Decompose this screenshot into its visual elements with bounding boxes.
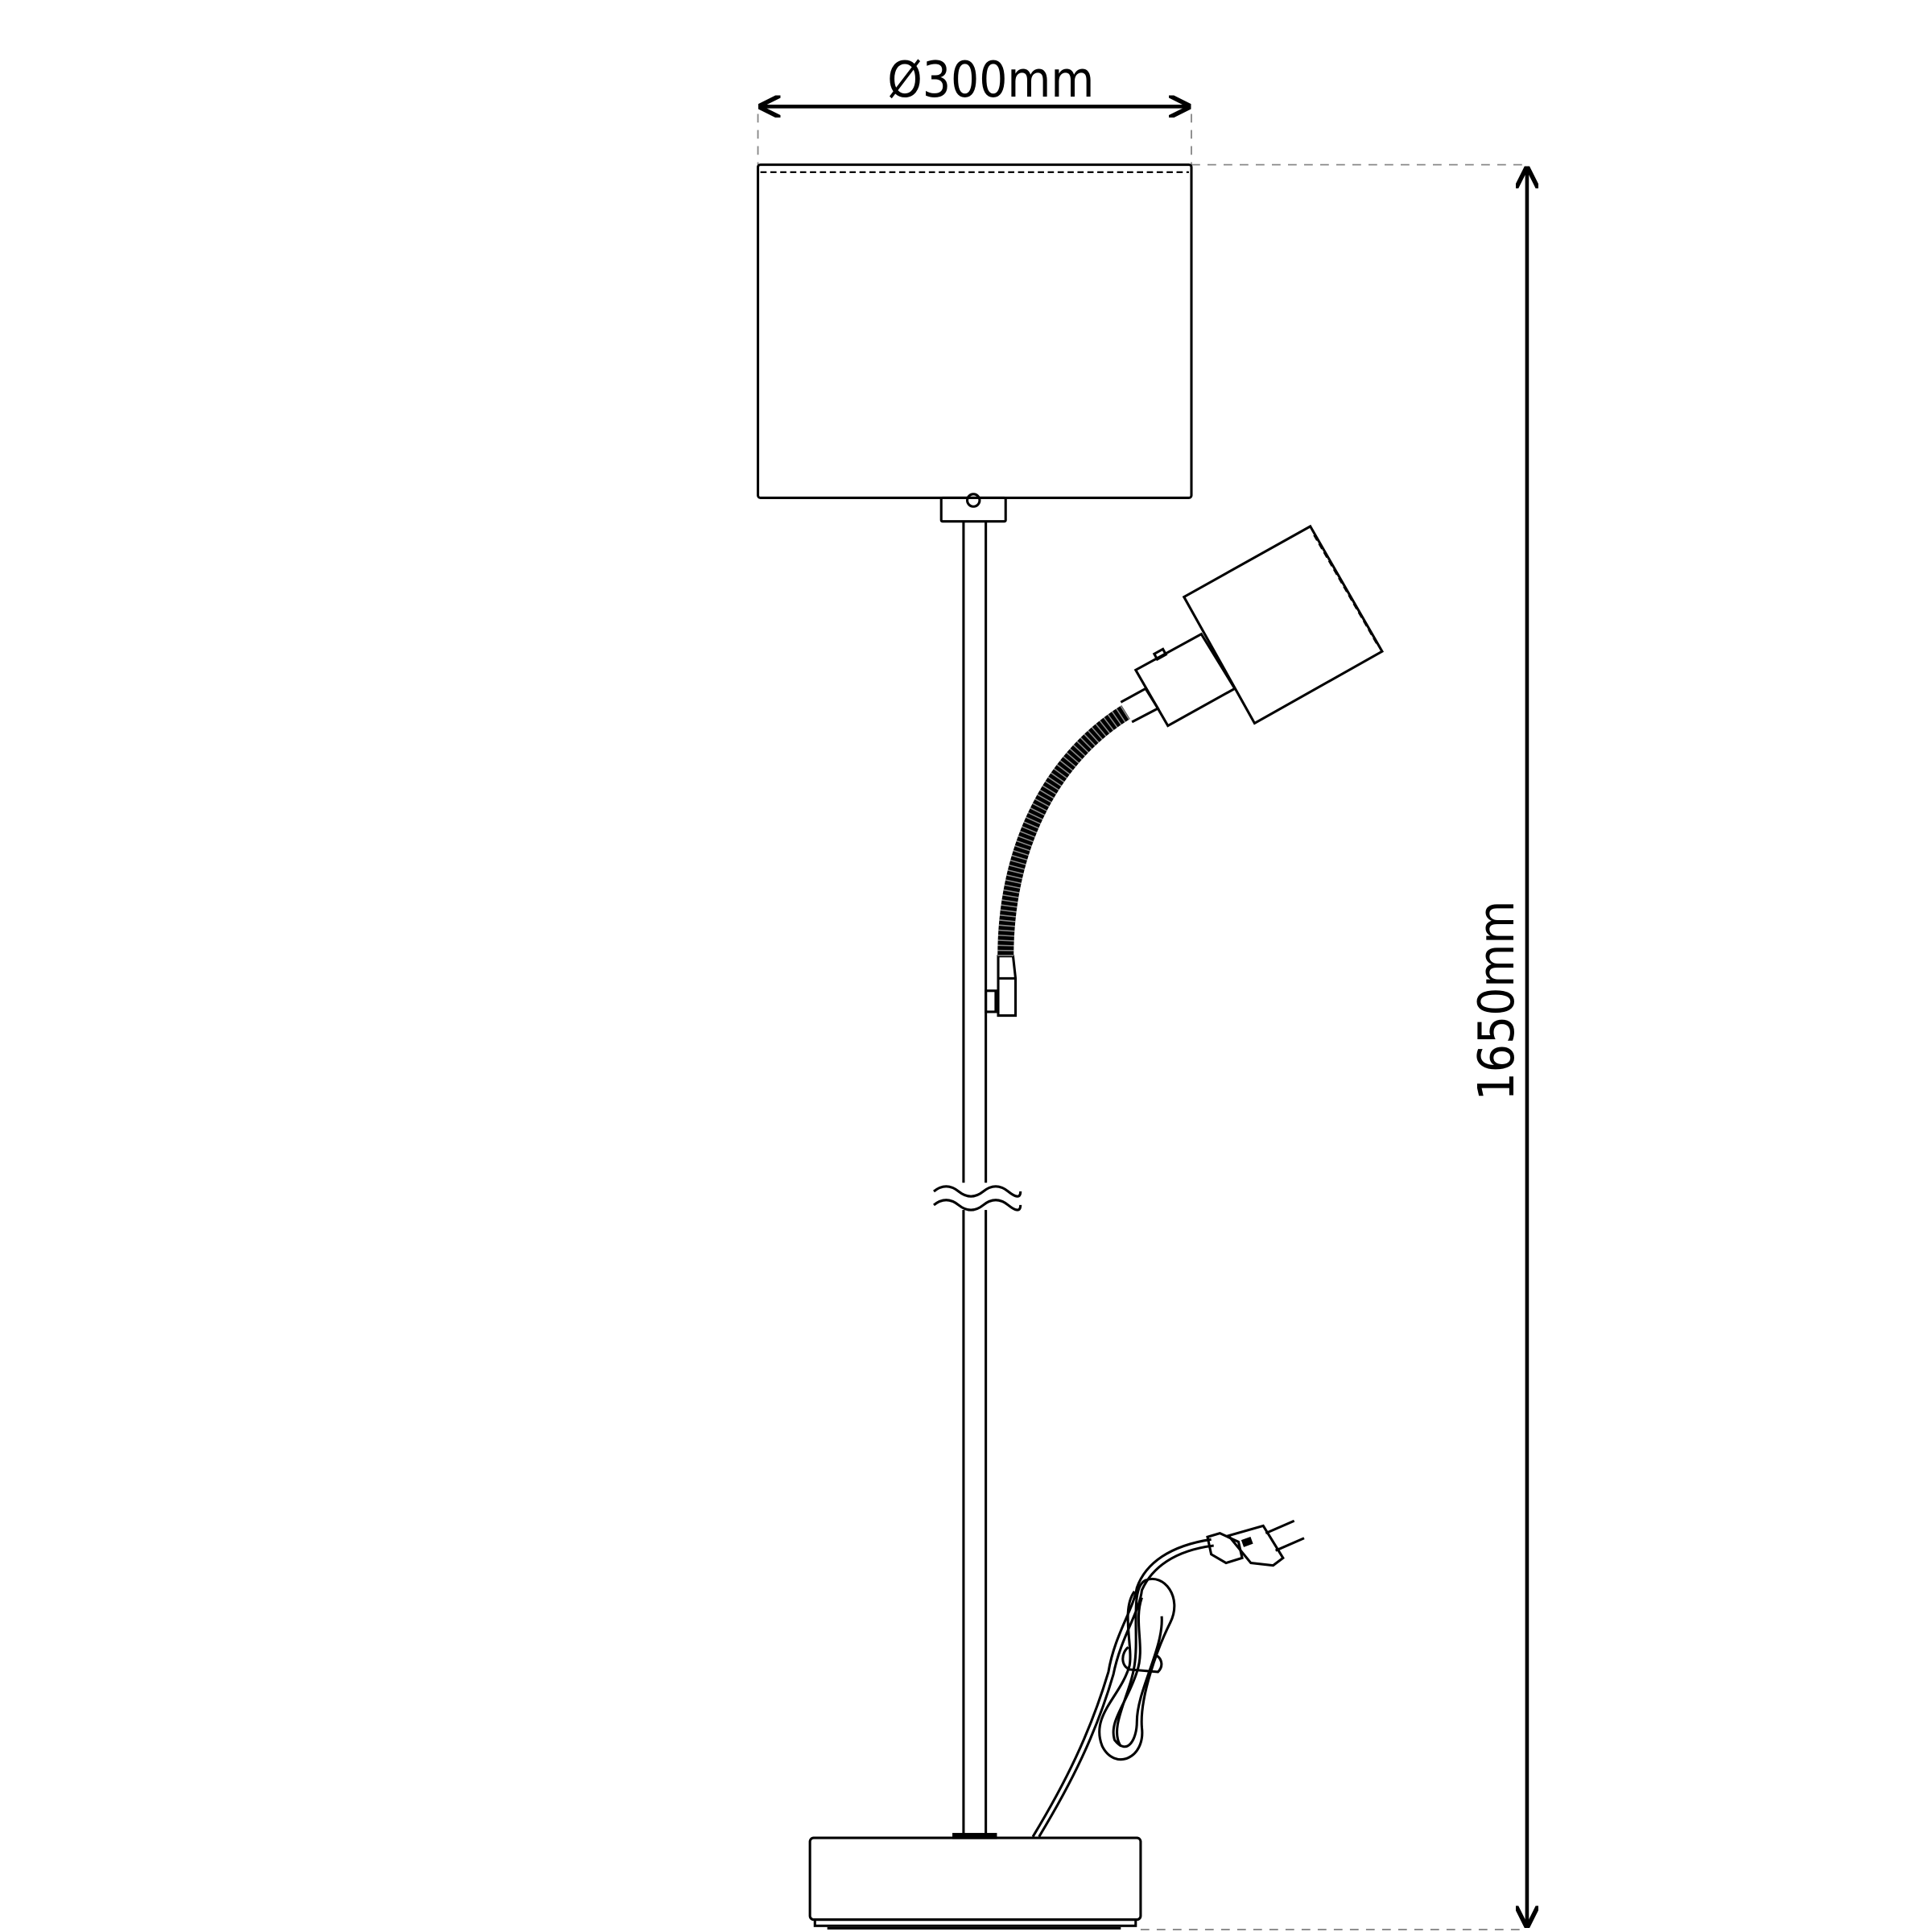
reading-light <box>985 524 1385 1018</box>
base <box>808 1832 1142 1930</box>
flexible-arm <box>997 705 1130 956</box>
diameter-label: Ø300mm <box>887 51 1094 109</box>
diameter-dimension: Ø300mm <box>757 51 1192 165</box>
power-cord <box>1031 1538 1214 1838</box>
pole <box>931 521 1022 1835</box>
break-mark <box>933 1185 1022 1198</box>
height-dimension: 1650mm <box>1140 163 1527 1930</box>
height-label: 1650mm <box>1468 901 1525 1101</box>
main-shade <box>757 163 1193 499</box>
shade-connector <box>939 493 1007 523</box>
euro-plug <box>1206 1519 1305 1567</box>
